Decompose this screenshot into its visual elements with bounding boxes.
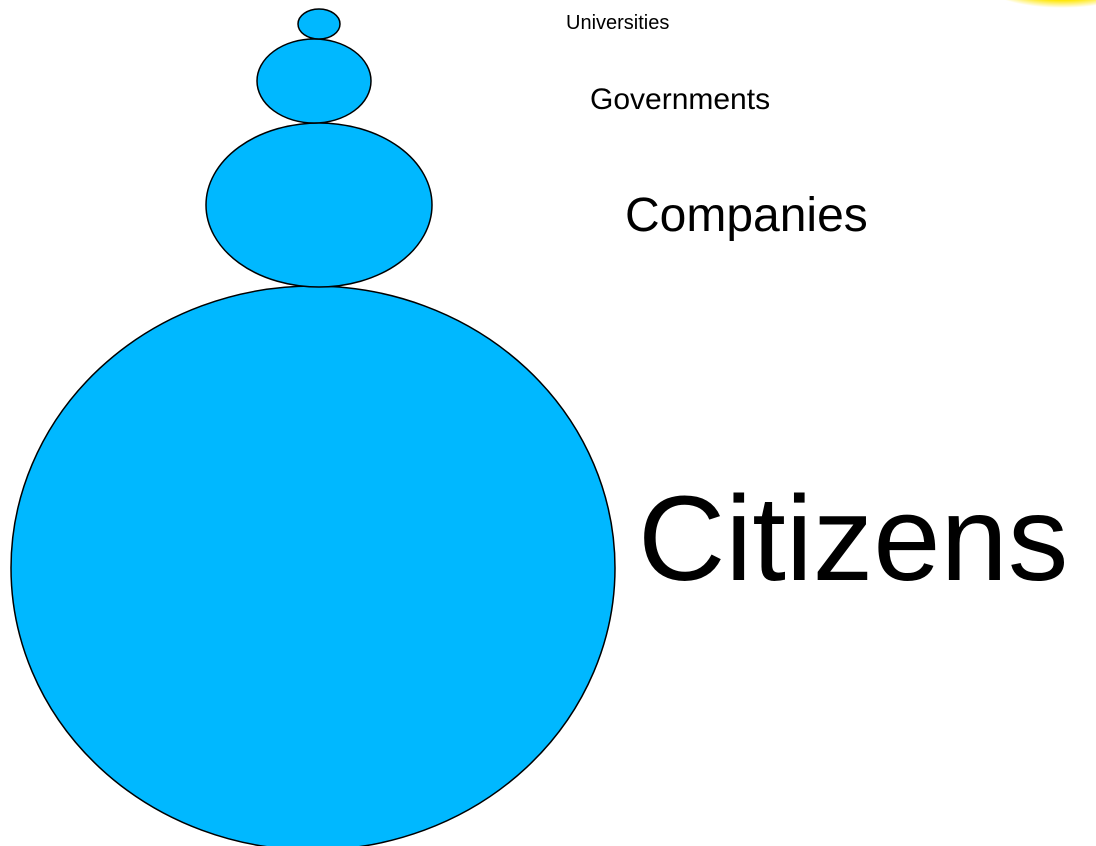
sun-glow-decoration: [1004, 0, 1096, 8]
label-companies: Companies: [625, 189, 868, 242]
circle-governments: [256, 38, 372, 124]
circle-universities: [297, 8, 341, 40]
circle-citizens: [10, 285, 616, 846]
label-governments: Governments: [590, 83, 771, 116]
circle-companies: [205, 122, 433, 288]
label-universities: Universities: [566, 12, 670, 34]
label-citizens: Citizens: [638, 470, 1069, 606]
